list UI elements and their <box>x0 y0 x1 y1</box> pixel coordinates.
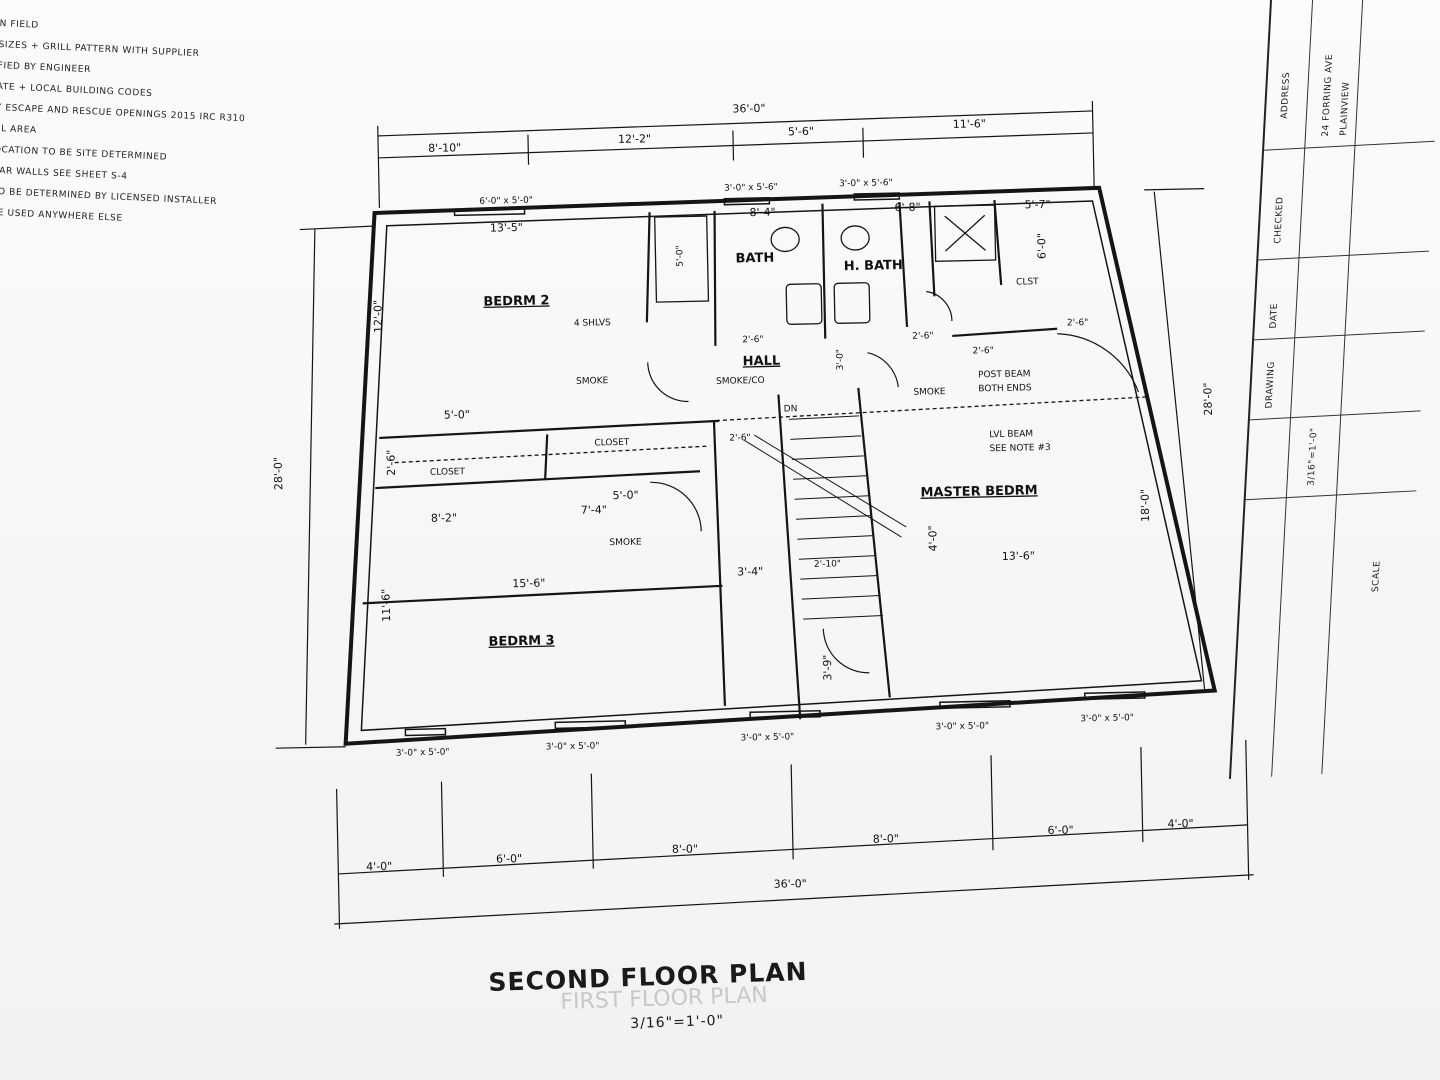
dim-overall-top: 36'-0" <box>732 102 765 116</box>
dim-room: 8'-2" <box>431 511 457 525</box>
dim-door: 2'-6" <box>1067 318 1089 328</box>
smoke-detector-label: SMOKE <box>913 387 946 398</box>
room-bedrm-3: BEDRM 3 <box>488 633 554 649</box>
window-size: 3'-0" x 5'-0" <box>741 732 795 743</box>
top-dimension-lines <box>377 100 1095 208</box>
room-closet: CLOSET <box>594 438 630 449</box>
room-h-bath: H. BATH <box>844 258 903 274</box>
plan-scale: 3/16"=1'-0" <box>630 1012 725 1032</box>
dim-stair-mid: 2'-10" <box>814 559 841 570</box>
side-dimension-lines <box>275 188 1206 749</box>
dim-hall: 3'-0" <box>835 349 845 371</box>
room-master-bedrm: MASTER BEDRM <box>920 483 1037 500</box>
post-beam-note: POST BEAM <box>978 369 1031 380</box>
window-size: 6'-0" x 5'-0" <box>479 196 533 207</box>
dim-right: 28'-0" <box>1201 382 1215 415</box>
dim-left: 28'-0" <box>272 457 286 490</box>
window-size: 3'-0" x 5'-0" <box>546 741 600 752</box>
dim-room: 15'-6" <box>512 577 545 591</box>
room-bedrm-2: BEDRM 2 <box>483 293 549 309</box>
interior-walls <box>362 199 1058 720</box>
lvl-beam-note: SEE NOTE #3 <box>990 443 1051 454</box>
lvl-beam-note: LVL BEAM <box>989 429 1033 440</box>
dim-door: 2'-6" <box>742 335 764 345</box>
door-swings <box>647 290 1140 674</box>
window-size: 3'-0" x 5'-0" <box>935 721 989 732</box>
room-hall: HALL <box>743 354 781 370</box>
dim-room: 6'-0" <box>1035 233 1049 259</box>
dim-bottom-seg: 4'-0" <box>1167 817 1193 831</box>
room-bath: BATH <box>735 251 774 267</box>
dim-bottom-seg: 8'-0" <box>873 832 899 846</box>
dim-room: 7'-4" <box>581 503 607 517</box>
dim-room: 2'-6" <box>384 450 398 476</box>
dim-post: 2'-6" <box>972 346 994 356</box>
dim-bottom-seg: 6'-0" <box>1047 824 1073 838</box>
dim-bottom-seg: 4'-0" <box>366 860 392 874</box>
window-size: 3'-0" x 5'-0" <box>1080 713 1134 724</box>
dim-door: 2'-6" <box>729 433 751 443</box>
bottom-dimension-lines <box>334 739 1254 929</box>
exterior-walls <box>343 185 1218 746</box>
dim-top-seg: 8'-10" <box>428 141 461 155</box>
dim-door: 2'-6" <box>912 331 934 341</box>
dim-overall-bottom: 36'-0" <box>774 877 807 891</box>
beam-lines <box>394 396 1149 464</box>
dim-bottom-seg: 8'-0" <box>672 842 698 856</box>
dim-room: 5'-7" <box>1024 198 1050 212</box>
dim-room: 13'-5" <box>490 221 523 235</box>
post-beam-note: BOTH ENDS <box>978 383 1032 394</box>
dim-room: 12'-0" <box>371 300 385 333</box>
dim-top-seg: 5'-6" <box>788 125 814 139</box>
dim-room: 13'-6" <box>1002 549 1035 563</box>
dim-room: 8'-4" <box>749 206 775 220</box>
staircase <box>744 415 907 620</box>
dim-bottom-seg: 6'-0" <box>496 852 522 866</box>
dim-room: 6'-8" <box>894 201 920 215</box>
window-size: 3'-0" x 5'-0" <box>396 748 450 759</box>
dim-top-seg: 12'-2" <box>618 132 651 146</box>
dim-room: 3'-9" <box>821 654 835 680</box>
room-closet: CLOSET <box>430 467 466 478</box>
window-size: 3'-0" x 5'-6" <box>839 178 893 189</box>
window-size: 3'-0" x 5'-6" <box>724 183 778 194</box>
shelves-note: 4 SHLVS <box>574 318 611 329</box>
dim-room: 4'-0" <box>926 525 940 551</box>
smoke-detector-label: SMOKE <box>609 537 642 548</box>
dim-room: 5'-0" <box>444 408 470 422</box>
smoke-detector-label: SMOKE <box>576 376 609 387</box>
dim-top-seg: 11'-6" <box>953 117 986 131</box>
room-clst: CLST <box>1016 277 1039 287</box>
dim-room: 5'-0" <box>612 489 638 503</box>
bath-fixtures <box>654 204 997 325</box>
smoke-co-label: SMOKE/CO <box>716 376 765 387</box>
window-openings <box>404 192 1146 737</box>
dim-room: 18'-0" <box>1138 489 1152 522</box>
dim-tub: 5'-0" <box>675 245 685 267</box>
dim-room: 11'-6" <box>379 589 393 622</box>
stair-down-label: DN <box>784 404 798 414</box>
dim-room: 3'-4" <box>737 565 763 579</box>
